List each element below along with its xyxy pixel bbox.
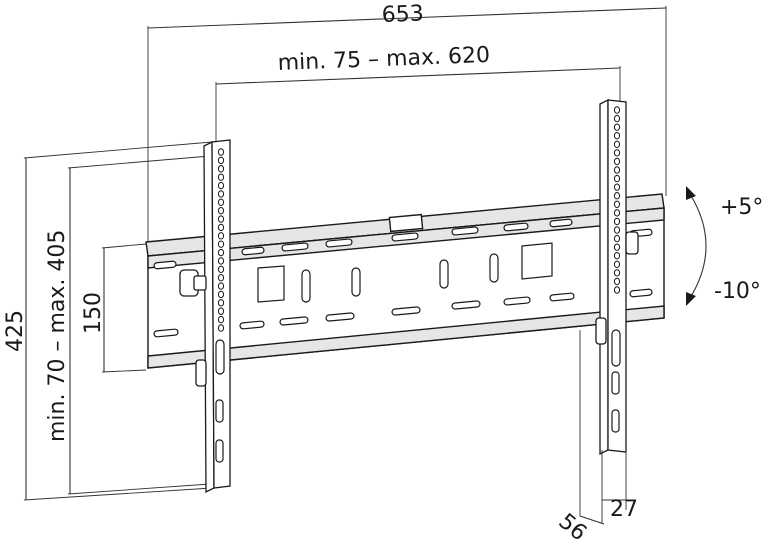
mounting-hole <box>217 181 225 190</box>
mounting-hole <box>217 290 225 299</box>
mounting-hole <box>613 192 621 200</box>
left-arm-holes <box>217 148 225 332</box>
mounting-hole <box>613 174 621 183</box>
mounting-hole <box>613 286 621 294</box>
right-arm <box>595 98 639 456</box>
left-arm <box>179 139 231 494</box>
mounting-hole <box>217 206 225 215</box>
mounting-hole <box>217 165 225 173</box>
vesa-height-dimension: min. 70 – max. 405 <box>45 155 211 495</box>
mounting-hole <box>613 234 621 243</box>
mounting-hole <box>217 223 225 232</box>
mounting-hole <box>217 257 225 265</box>
mounting-hole <box>217 265 225 274</box>
mounting-hole <box>613 269 621 277</box>
mounting-hole <box>613 209 621 217</box>
mounting-hole <box>217 156 225 165</box>
slot-row-lower <box>153 292 575 338</box>
mounting-hole <box>217 173 225 181</box>
overall-height-label: 425 <box>3 310 28 352</box>
mounting-hole <box>613 166 621 174</box>
mounting-hole <box>613 183 621 191</box>
mounting-hole <box>613 243 621 251</box>
mounting-hole <box>217 324 225 332</box>
mounting-hole <box>217 248 225 257</box>
mounting-hole <box>613 106 621 114</box>
mounting-hole <box>217 315 225 324</box>
width-dimension: 653 <box>147 1 667 242</box>
mounting-hole <box>217 274 225 282</box>
height-dimension: 425 <box>3 141 213 501</box>
tilt-indicator: +5° -10° <box>686 186 763 306</box>
mounting-hole <box>613 200 621 208</box>
mounting-hole <box>613 217 621 226</box>
mounting-hole <box>217 148 225 156</box>
mounting-hole <box>217 282 225 290</box>
mounting-hole <box>613 277 621 286</box>
tilt-up-arrow-icon <box>686 186 696 200</box>
mounting-hole <box>613 226 621 234</box>
mounting-hole <box>217 215 225 223</box>
wall-plate <box>145 193 665 369</box>
mounting-hole <box>613 123 621 131</box>
plate-height-dimension: 150 <box>81 243 147 373</box>
right-arm-holes <box>613 106 621 294</box>
vesa-width-dimension: min. 75 – max. 620 <box>215 43 621 150</box>
mounting-hole <box>613 114 621 123</box>
tilt-down-arrow-icon <box>686 292 696 306</box>
mounting-hole <box>217 232 225 240</box>
mounting-hole <box>613 140 621 148</box>
mounting-hole <box>613 252 621 260</box>
mounting-hole <box>613 260 621 268</box>
wall-distance-max-label: 56 <box>554 509 592 546</box>
vesa-height-label: min. 70 – max. 405 <box>45 230 70 442</box>
tilt-up-label: +5° <box>720 195 763 220</box>
mounting-hole <box>613 132 621 140</box>
vesa-width-label: min. 75 – max. 620 <box>277 43 490 76</box>
mounting-hole <box>613 157 621 166</box>
overall-width-label: 653 <box>381 1 424 28</box>
mounting-hole <box>217 307 225 315</box>
mounting-hole <box>217 299 225 307</box>
mounting-hole <box>217 198 225 206</box>
slot-row-upper <box>241 218 573 256</box>
plate-height-label: 150 <box>81 292 106 334</box>
mounting-hole <box>613 149 621 157</box>
mounting-hole <box>217 240 225 248</box>
wall-distance-min-label: 27 <box>610 497 638 522</box>
tilt-down-label: -10° <box>714 279 761 304</box>
mounting-hole <box>217 190 225 198</box>
